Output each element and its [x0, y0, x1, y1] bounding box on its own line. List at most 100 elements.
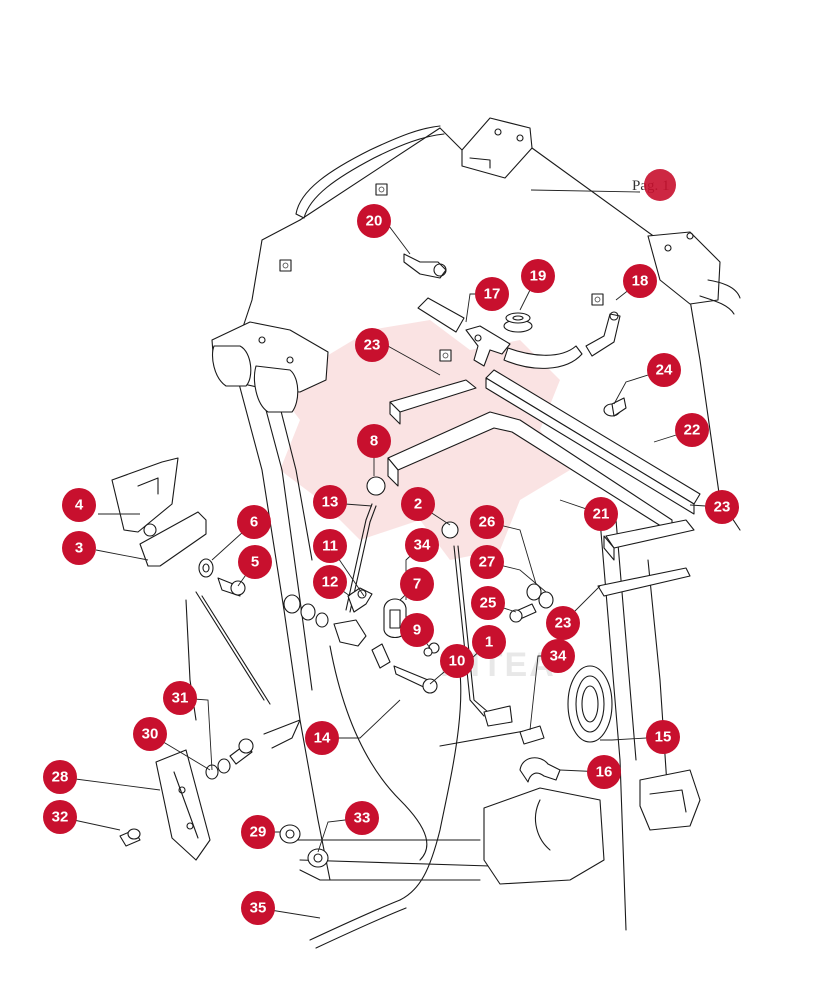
callout-marker-26: 26	[470, 505, 504, 539]
callout-label: 23	[364, 337, 381, 354]
top-bracket	[461, 117, 533, 179]
callout-marker-10: 10	[440, 644, 474, 678]
part-bushing-33	[307, 848, 329, 868]
callout-marker-16: 16	[587, 755, 621, 789]
part-rod-1	[453, 545, 513, 727]
part-strip-22	[485, 369, 701, 515]
callout-label: 21	[593, 506, 610, 523]
callout-marker-35: 35	[241, 891, 275, 925]
callout-marker-14: 14	[305, 721, 339, 755]
part-bushing-29	[279, 824, 301, 844]
callout-marker-24: 24	[647, 353, 681, 387]
part-grommet-19	[503, 312, 533, 333]
callout-label: 5	[251, 554, 259, 571]
callout-marker-33: 33	[345, 801, 379, 835]
part-nuts-row	[283, 594, 329, 628]
part-cable-35	[309, 645, 462, 949]
callout-marker-8: 8	[357, 424, 391, 458]
callout-marker-3: 3	[62, 531, 96, 565]
callout-marker-31: 31	[163, 681, 197, 715]
callout-marker-25: 25	[471, 586, 505, 620]
callout-marker-13: 13	[313, 485, 347, 519]
part-connector-12	[333, 587, 373, 647]
callout-marker-1: 1	[472, 625, 506, 659]
callout-label: 17	[484, 286, 501, 303]
callout-marker-34: 34	[405, 528, 439, 562]
part-clamp-16	[519, 757, 561, 783]
callout-marker-15: 15	[646, 720, 680, 754]
callout-label: 32	[52, 809, 69, 826]
callout-label: 22	[684, 422, 701, 439]
callout-label: 3	[75, 540, 83, 557]
callout-label: 12	[322, 574, 339, 591]
part-cable-34	[439, 725, 545, 747]
callout-marker-20: 20	[357, 204, 391, 238]
seat-base-block	[483, 787, 605, 885]
callout-marker-21: 21	[584, 497, 618, 531]
callout-marker-23: 23	[705, 490, 739, 524]
callout-label: 26	[479, 514, 496, 531]
callout-marker-23: 23	[355, 328, 389, 362]
callout-marker-28: 28	[43, 760, 77, 794]
callout-marker-11: 11	[313, 529, 347, 563]
callout-label: 20	[366, 213, 383, 230]
callout-marker-7: 7	[400, 567, 434, 601]
callout-label: 19	[530, 268, 547, 285]
callout-label: 35	[250, 900, 267, 917]
part-bolt-30b	[229, 738, 254, 765]
part-bushing-9	[371, 642, 440, 669]
callout-label: 13	[322, 494, 339, 511]
callout-marker-27: 27	[470, 545, 504, 579]
callout-label: 27	[479, 554, 496, 571]
decal-squares	[279, 183, 604, 362]
callout-label: 16	[596, 764, 613, 781]
callout-marker-19: 19	[521, 259, 555, 293]
callout-marker-34: 34	[541, 639, 575, 673]
part-bolt-5	[217, 577, 246, 597]
callout-label: 25	[480, 595, 497, 612]
callout-marker-2: 2	[401, 487, 435, 521]
part-strip-23-a	[389, 379, 477, 425]
callout-label: 33	[354, 810, 371, 827]
part-nut-30	[205, 758, 231, 780]
callout-marker-18: 18	[623, 264, 657, 298]
part-washer-6	[198, 558, 214, 578]
front-lamp-housing	[211, 321, 329, 413]
callout-label: 18	[632, 273, 649, 290]
callout-label: 4	[75, 497, 84, 514]
callout-label: 7	[413, 576, 421, 593]
callout-marker-22: 22	[675, 413, 709, 447]
callout-label: 24	[656, 362, 673, 379]
callout-label: 11	[322, 538, 338, 555]
callout-marker-17: 17	[475, 277, 509, 311]
part-fitting-20	[403, 253, 447, 279]
part-coil-15	[567, 665, 613, 743]
callout-label: 34	[414, 537, 431, 554]
part-hose-17	[417, 297, 583, 369]
callout-marker-6: 6	[237, 505, 271, 539]
callout-label: 23	[714, 499, 731, 516]
callout-label: 23	[555, 615, 572, 632]
cab-frame	[229, 125, 741, 931]
part-bracket-28	[155, 749, 211, 861]
callout-marker-30: 30	[133, 717, 167, 751]
callout-label: 29	[250, 824, 267, 841]
callout-page-ref-marker	[644, 169, 676, 201]
part-elbow-18	[585, 311, 621, 357]
callout-marker-12: 12	[313, 565, 347, 599]
part-bolt-24	[603, 397, 627, 417]
callout-marker-4: 4	[62, 488, 96, 522]
callout-marker-9: 9	[400, 613, 434, 647]
callout-label: 10	[449, 653, 466, 670]
callout-marker-23: 23	[546, 606, 580, 640]
callout-label: 15	[655, 729, 672, 746]
part-bolt-10	[393, 665, 438, 694]
part-bolt-25	[509, 603, 537, 623]
callout-label: 6	[250, 514, 258, 531]
callout-label: 1	[485, 634, 493, 651]
callout-label: 9	[413, 622, 421, 639]
part-strip-23-b	[597, 519, 695, 597]
callout-label: 28	[52, 769, 69, 786]
